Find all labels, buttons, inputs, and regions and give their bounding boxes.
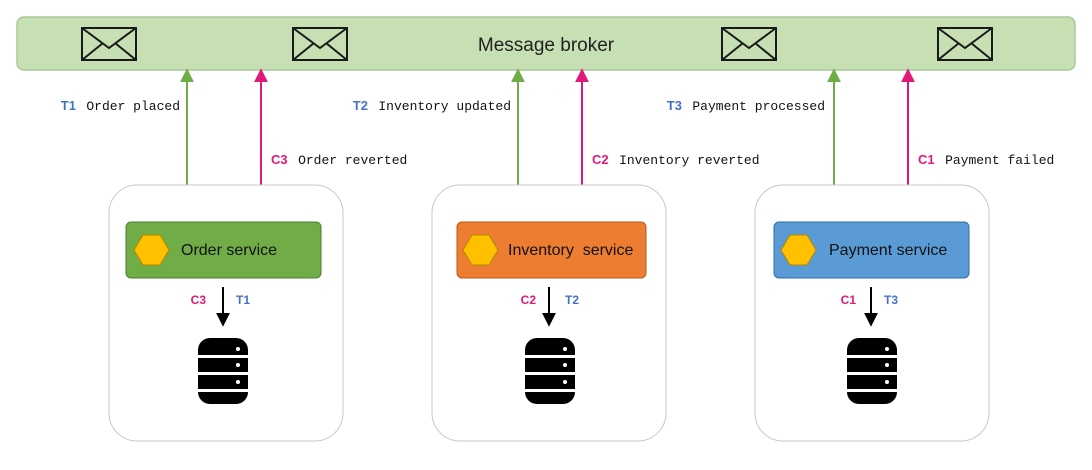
event-label: Payment processed bbox=[692, 99, 825, 114]
order-service-group: T1 Order placed C3 Order reverted Order … bbox=[61, 68, 407, 442]
db-code-transaction: T2 bbox=[565, 293, 579, 307]
service-name: Inventory service bbox=[508, 242, 633, 259]
event-code: T1 bbox=[61, 98, 76, 113]
hexagon-icon bbox=[133, 234, 170, 266]
db-code-transaction: T1 bbox=[236, 293, 250, 307]
message-broker-box bbox=[16, 16, 1076, 71]
message-broker-title: Message broker bbox=[478, 35, 615, 56]
event-c2: C2 Inventory reverted bbox=[592, 151, 760, 168]
inventory-service-group: T2 Inventory updated C2 Inventory revert… bbox=[353, 68, 760, 442]
hexagon-icon bbox=[780, 234, 817, 266]
event-code: C2 bbox=[592, 152, 609, 167]
hexagon-icon bbox=[462, 234, 499, 266]
db-code-compensation: C1 bbox=[841, 293, 857, 307]
event-label: Inventory reverted bbox=[619, 153, 759, 168]
order-service-box bbox=[125, 221, 322, 279]
event-t1: T1 Order placed bbox=[61, 97, 180, 114]
event-label: Order placed bbox=[86, 99, 180, 114]
message-broker: Message broker bbox=[16, 16, 1076, 71]
event-code: C3 bbox=[271, 152, 288, 167]
envelope-icon bbox=[721, 27, 777, 61]
payment-service-box bbox=[773, 221, 970, 279]
service-name: Payment service bbox=[829, 242, 947, 259]
event-code: T3 bbox=[667, 98, 682, 113]
event-code: C1 bbox=[918, 152, 935, 167]
database-icon bbox=[198, 338, 248, 404]
event-label: Payment failed bbox=[945, 153, 1054, 168]
db-code-compensation: C2 bbox=[521, 293, 537, 307]
envelope-icon bbox=[81, 27, 137, 61]
inventory-service-box bbox=[456, 221, 647, 279]
event-c1: C1 Payment failed bbox=[918, 151, 1054, 168]
event-t3: T3 Payment processed bbox=[667, 97, 825, 114]
envelope-icon bbox=[292, 27, 348, 61]
db-code-transaction: T3 bbox=[884, 293, 898, 307]
event-c3: C3 Order reverted bbox=[271, 151, 407, 168]
event-label: Inventory updated bbox=[378, 99, 511, 114]
event-code: T2 bbox=[353, 98, 368, 113]
database-icon bbox=[525, 338, 575, 404]
payment-service-group: T3 Payment processed C1 Payment failed P… bbox=[667, 68, 1054, 442]
database-icon bbox=[847, 338, 897, 404]
event-t2: T2 Inventory updated bbox=[353, 97, 511, 114]
db-code-compensation: C3 bbox=[191, 293, 207, 307]
service-name: Order service bbox=[181, 242, 277, 259]
envelope-icon bbox=[937, 27, 993, 61]
event-label: Order reverted bbox=[298, 153, 407, 168]
